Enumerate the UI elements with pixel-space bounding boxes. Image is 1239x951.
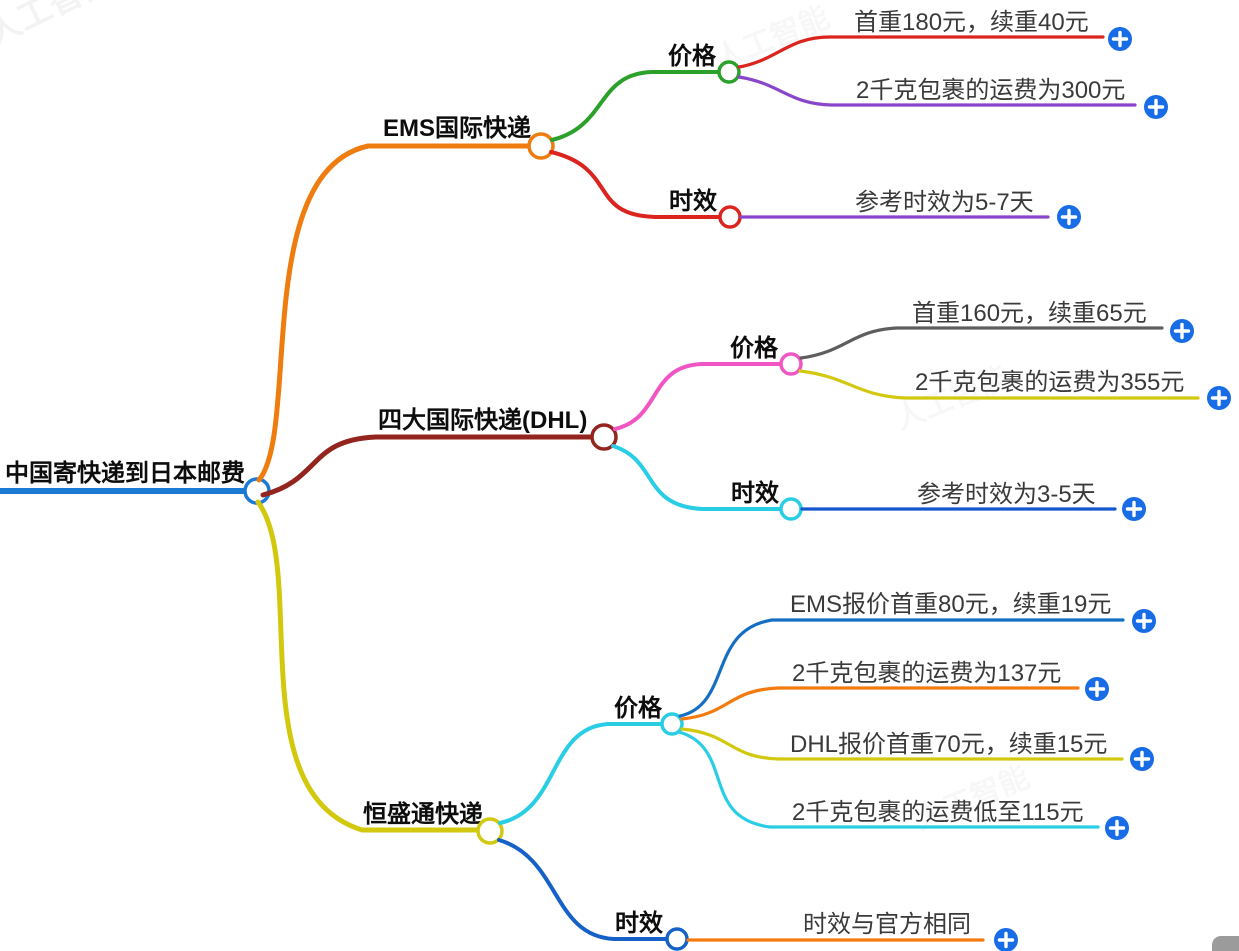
plus-icon	[1173, 322, 1191, 340]
root-label[interactable]: 中国寄快递到日本邮费	[5, 459, 245, 487]
node-label-dhl-price[interactable]: 价格	[730, 335, 779, 362]
plus-icon	[1147, 98, 1165, 116]
node-hst-time: 时效 时效与官方相同	[497, 838, 1018, 951]
add-child-button[interactable]	[1122, 497, 1146, 521]
leaf-ems-price-1: 首重180元，续重40元	[737, 9, 1132, 69]
node-line-hst-time	[497, 838, 667, 941]
leaf-ems-time-1: 参考时效为5-7天	[739, 189, 1081, 229]
node-collapse-handle-hst-time[interactable]	[665, 927, 689, 951]
root-node: 中国寄快递到日本邮费	[0, 459, 271, 505]
node-hst-price: 价格 EMS报价首重80元，续重19元 2千克包裹的运费为137元	[498, 591, 1156, 840]
plus-icon	[1060, 208, 1078, 226]
leaf-hst-time-1: 时效与官方相同	[686, 911, 1018, 951]
leaf-line	[677, 730, 1100, 829]
node-label-ems-time[interactable]: 时效	[669, 187, 717, 215]
node-line-dhl-time	[611, 444, 782, 511]
node-collapse-handle-hst[interactable]	[476, 817, 504, 845]
root-collapse-handle[interactable]	[243, 477, 271, 505]
branch-hst: 恒盛通快递 价格 EMS报价首重80元，续重19元 2千克包裹的运费为137元	[255, 499, 1156, 951]
leaf-line	[737, 35, 1105, 69]
plus-icon	[1108, 819, 1126, 837]
add-child-button[interactable]	[1085, 677, 1109, 701]
branch-label-dhl[interactable]: 四大国际快递(DHL)	[378, 406, 587, 434]
node-line-ems-price	[550, 70, 720, 142]
leaf-hst-price-3: DHL报价首重70元，续重15元	[680, 727, 1154, 771]
branch-label-ems[interactable]: EMS国际快递	[383, 114, 531, 142]
leaf-dhl-price-1: 首重160元，续重65元	[799, 300, 1194, 360]
leaf-hst-price-2: 2千克包裹的运费为137元	[680, 660, 1109, 721]
leaf-label[interactable]: 2千克包裹的运费为355元	[915, 369, 1184, 396]
add-child-button[interactable]	[1108, 27, 1132, 51]
branch-dhl: 四大国际快递(DHL) 价格 首重160元，续重65元 2千克包裹的运费为355…	[260, 300, 1231, 521]
leaf-label[interactable]: 首重160元，续重65元	[912, 300, 1147, 327]
node-ems-price: 价格 首重180元，续重40元 2千克包裹的运费为300元	[550, 9, 1168, 142]
add-child-button[interactable]	[1105, 816, 1129, 840]
node-dhl-time: 时效 参考时效为3-5天	[611, 444, 1146, 521]
plus-icon	[997, 931, 1015, 949]
watermark-text: 人工智能	[0, 0, 120, 53]
plus-icon	[1125, 500, 1143, 518]
leaf-hst-price-4: 2千克包裹的运费低至115元	[677, 730, 1129, 840]
plus-icon	[1133, 750, 1151, 768]
add-child-button[interactable]	[1144, 95, 1168, 119]
node-label-hst-time[interactable]: 时效	[615, 909, 663, 937]
node-line-ems-time	[549, 150, 721, 219]
node-collapse-handle-ems-price[interactable]	[717, 60, 741, 84]
add-child-button[interactable]	[1170, 319, 1194, 343]
leaf-label[interactable]: 参考时效为3-5天	[917, 481, 1096, 508]
leaf-line	[680, 686, 1080, 721]
leaf-line	[737, 75, 1137, 107]
leaf-label[interactable]: 首重180元，续重40元	[854, 9, 1089, 36]
leaf-label[interactable]: 2千克包裹的运费为300元	[856, 77, 1125, 104]
node-collapse-handle-ems[interactable]	[527, 132, 555, 160]
leaf-label[interactable]: 参考时效为5-7天	[855, 189, 1034, 216]
node-collapse-handle-dhl-price[interactable]	[779, 352, 803, 376]
leaf-label[interactable]: 时效与官方相同	[803, 911, 971, 938]
leaf-label[interactable]: EMS报价首重80元，续重19元	[790, 591, 1111, 618]
node-line-hst-price	[498, 722, 663, 825]
branch-line-hst	[255, 499, 481, 833]
node-label-dhl-time[interactable]: 时效	[731, 479, 779, 507]
node-label-hst-price[interactable]: 价格	[614, 695, 663, 722]
add-child-button[interactable]	[994, 928, 1018, 951]
node-collapse-handle-hst-price[interactable]	[660, 712, 684, 736]
leaf-dhl-price-2: 2千克包裹的运费为355元	[798, 369, 1231, 410]
plus-icon	[1088, 680, 1106, 698]
leaf-dhl-time-1: 参考时效为3-5天	[800, 481, 1146, 521]
add-child-button[interactable]	[1132, 609, 1156, 633]
node-line-dhl-price	[613, 362, 782, 431]
branch-line-dhl	[260, 434, 595, 498]
branch-label-hst[interactable]: 恒盛通快递	[363, 800, 483, 828]
leaf-hst-price-1: EMS报价首重80元，续重19元	[678, 591, 1156, 718]
branch-ems: EMS国际快递 价格 首重180元，续重40元 2千克包裹的运费为300元	[256, 9, 1168, 483]
plus-icon	[1135, 612, 1153, 630]
add-child-button[interactable]	[1207, 386, 1231, 410]
node-label-ems-price[interactable]: 价格	[668, 43, 717, 70]
node-ems-time: 时效 参考时效为5-7天	[549, 150, 1081, 229]
leaf-line	[799, 326, 1164, 360]
leaf-label[interactable]: 2千克包裹的运费为137元	[792, 660, 1061, 687]
leaf-line	[680, 727, 1124, 761]
add-child-button[interactable]	[1130, 747, 1154, 771]
node-collapse-handle-dhl-time[interactable]	[779, 497, 803, 521]
node-dhl-price: 价格 首重160元，续重65元 2千克包裹的运费为355元	[613, 300, 1231, 431]
corner-overlay-badge	[1212, 936, 1239, 951]
leaf-line	[798, 369, 1200, 400]
leaf-ems-price-2: 2千克包裹的运费为300元	[737, 75, 1168, 119]
leaf-label[interactable]: DHL报价首重70元，续重15元	[790, 731, 1107, 758]
branch-line-ems	[256, 143, 532, 483]
node-collapse-handle-dhl[interactable]	[590, 423, 618, 451]
add-child-button[interactable]	[1057, 205, 1081, 229]
plus-icon	[1210, 389, 1228, 407]
node-collapse-handle-ems-time[interactable]	[718, 205, 742, 229]
plus-icon	[1111, 30, 1129, 48]
leaf-label[interactable]: 2千克包裹的运费低至115元	[792, 799, 1084, 826]
leaf-line	[678, 618, 1125, 718]
